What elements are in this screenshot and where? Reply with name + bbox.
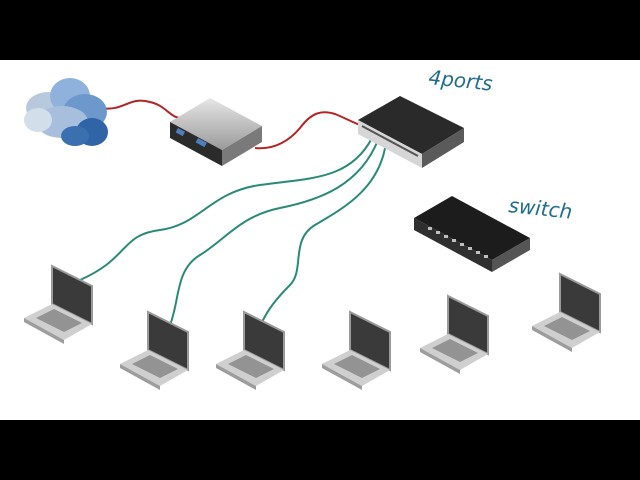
lan-cable-3 [261,141,387,323]
laptop-icon [420,294,489,374]
switch-annotation: switch [507,193,573,224]
router-icon [358,96,464,168]
switch-icon [414,196,530,272]
laptop-icon [532,272,601,352]
modem-icon [170,98,262,166]
ports-annotation: 4ports [427,65,493,96]
cloud-icon [24,78,108,146]
laptop-icon [216,310,285,390]
lan-cable-2 [169,139,379,326]
lan-cable-1 [79,137,373,281]
wan-cable-modem-router [254,111,361,150]
laptop-icon [24,264,93,344]
laptop-icon [322,310,391,390]
letterbox-bottom [0,420,640,480]
wan-cable-cloud-modem [99,99,186,120]
laptop-icon [120,310,189,390]
diagram-canvas [0,60,640,420]
letterbox-top [0,0,640,60]
